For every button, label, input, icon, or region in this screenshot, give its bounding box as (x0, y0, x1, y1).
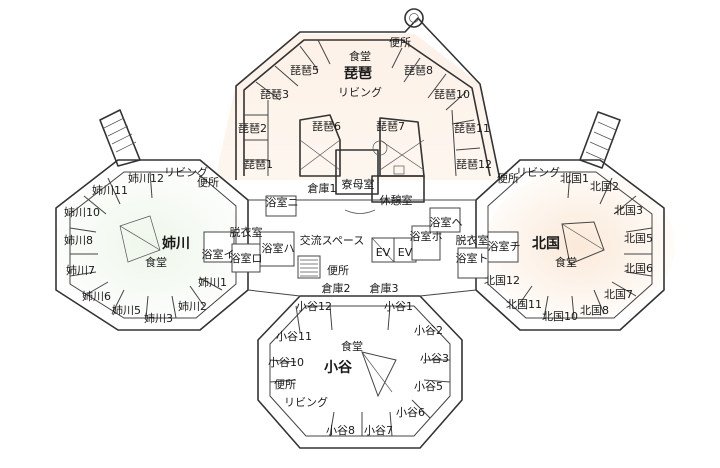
biwa-living-label: リビング (338, 85, 382, 99)
room-odani1: 小谷1 (384, 300, 413, 313)
room-biwa3: 琵琶3 (260, 88, 289, 101)
hokkoku-zone (485, 170, 675, 320)
room-anegawa5: 姉川5 (112, 303, 141, 317)
room-odani11: 小谷11 (276, 330, 312, 343)
biwa-dining-label: 食堂 (349, 49, 371, 63)
right-stair (579, 111, 621, 169)
room-odani6: 小谷6 (396, 406, 425, 419)
rest-room-label: 休憩室 (380, 193, 413, 207)
ev2-label: EV (398, 246, 413, 259)
room-hokkoku2: 北国2 (590, 180, 619, 193)
room-biwa7: 琵琶7 (376, 120, 405, 133)
dressing-room-right-label: 脱衣室 (456, 233, 489, 247)
hokkoku-outer-wall (475, 159, 665, 331)
anegawa-dining-label: 食堂 (145, 255, 167, 269)
room-anegawa6: 姉川6 (82, 289, 111, 303)
room-odani7: 小谷7 (364, 424, 393, 437)
middle-band (203, 195, 519, 297)
biwa-zone (215, 34, 500, 180)
room-hokkoku1: 北国1 (560, 172, 589, 185)
bath-he-label: 浴室ヘ (430, 215, 463, 229)
room-anegawa11: 姉川11 (92, 183, 128, 197)
biwa-inner-wall (243, 39, 491, 177)
center-toilet-label: 便所 (327, 264, 349, 277)
room-odani8: 小谷8 (326, 424, 355, 437)
odani-room-partitions (269, 305, 451, 437)
room-biwa11: 琵琶11 (454, 122, 490, 135)
room-anegawa7: 姉川7 (66, 263, 95, 277)
room-biwa2: 琵琶2 (238, 122, 267, 135)
room-hokkoku7: 北国7 (604, 288, 633, 301)
odani-outer-wall (257, 295, 463, 449)
bath-ro-label: 浴室ロ (230, 251, 263, 265)
room-hokkoku10: 北国10 (542, 310, 578, 323)
room-odani5: 小谷5 (414, 380, 443, 393)
storage2-label: 倉庫2 (322, 281, 351, 295)
storage1-label: 倉庫1 (308, 181, 337, 195)
ev1-label: EV (376, 246, 391, 259)
bath-i-label: 浴室イ (202, 247, 235, 261)
exchange-space-label: 交流スペース (300, 233, 365, 247)
biwa-toilet-label: 便所 (389, 36, 411, 49)
room-hokkoku6: 北国6 (624, 262, 653, 275)
bath-ni-label: 浴室ニ (266, 195, 299, 209)
room-hokkoku5: 北国5 (624, 232, 653, 245)
room-anegawa2: 姉川2 (178, 299, 207, 313)
room-hokkoku3: 北国3 (614, 204, 643, 217)
dorm-mother-room-label: 寮母室 (342, 177, 375, 191)
bath-chi-label: 浴室チ (488, 239, 521, 253)
odani-toilet-label: 便所 (274, 378, 296, 391)
hokkoku-room-partitions (517, 171, 653, 319)
room-odani2: 小谷2 (414, 324, 443, 337)
round-stair (404, 8, 424, 28)
dressing-room-left-label: 脱衣室 (230, 225, 263, 239)
odani-living-label: リビング (284, 395, 328, 409)
room-anegawa8: 姉川8 (64, 233, 93, 247)
room-biwa10: 琵琶10 (434, 88, 470, 101)
hokkoku-dining-label: 食堂 (555, 255, 577, 269)
hokkoku-ward-name: 北国 (532, 236, 560, 252)
room-odani3: 小谷3 (420, 352, 449, 365)
room-odani10: 小谷10 (268, 356, 304, 369)
anegawa-room-partitions (69, 171, 223, 319)
biwa-outer-wall (235, 17, 501, 181)
room-anegawa12: 姉川12 (128, 171, 164, 185)
biwa-room-partitions (244, 39, 481, 177)
room-biwa5: 琵琶5 (290, 64, 319, 77)
left-stair (99, 109, 141, 167)
odani-ward-name: 小谷 (324, 360, 353, 376)
anegawa-ward-name: 姉川 (162, 235, 190, 252)
bath-to-label: 浴室ト (456, 251, 489, 265)
room-anegawa3: 姉川3 (144, 311, 173, 325)
anegawa-living-label: リビング (164, 165, 208, 179)
anegawa-toilet-label: 便所 (197, 176, 219, 189)
anegawa-zone (55, 170, 245, 320)
bath-ho-label: 浴室ホ (410, 229, 443, 243)
hokkoku-toilet-label: 便所 (497, 172, 519, 185)
room-hokkoku12: 北国12 (484, 274, 520, 287)
odani-dining-label: 食堂 (341, 339, 363, 353)
room-biwa8: 琵琶8 (404, 64, 433, 77)
room-biwa12: 琵琶12 (456, 158, 492, 171)
room-anegawa10: 姉川10 (64, 205, 100, 219)
storage3-label: 倉庫3 (370, 281, 399, 295)
room-odani12: 小谷12 (296, 300, 332, 313)
room-hokkoku8: 北国8 (580, 304, 609, 317)
bath-ha-label: 浴室ハ (262, 241, 295, 255)
anegawa-inner-wall (69, 171, 237, 319)
room-anegawa1: 姉川1 (198, 275, 227, 289)
central-core (299, 114, 425, 214)
hokkoku-living-label: リビング (516, 165, 560, 179)
room-biwa6: 琵琶6 (312, 120, 341, 133)
odani-inner-wall (269, 305, 451, 437)
odani-dining-table (361, 351, 397, 398)
room-biwa1: 琵琶1 (244, 158, 273, 171)
biwa-ward-name: 琵琶 (344, 66, 372, 82)
room-hokkoku11: 北国11 (506, 298, 542, 311)
anegawa-outer-wall (55, 159, 249, 331)
